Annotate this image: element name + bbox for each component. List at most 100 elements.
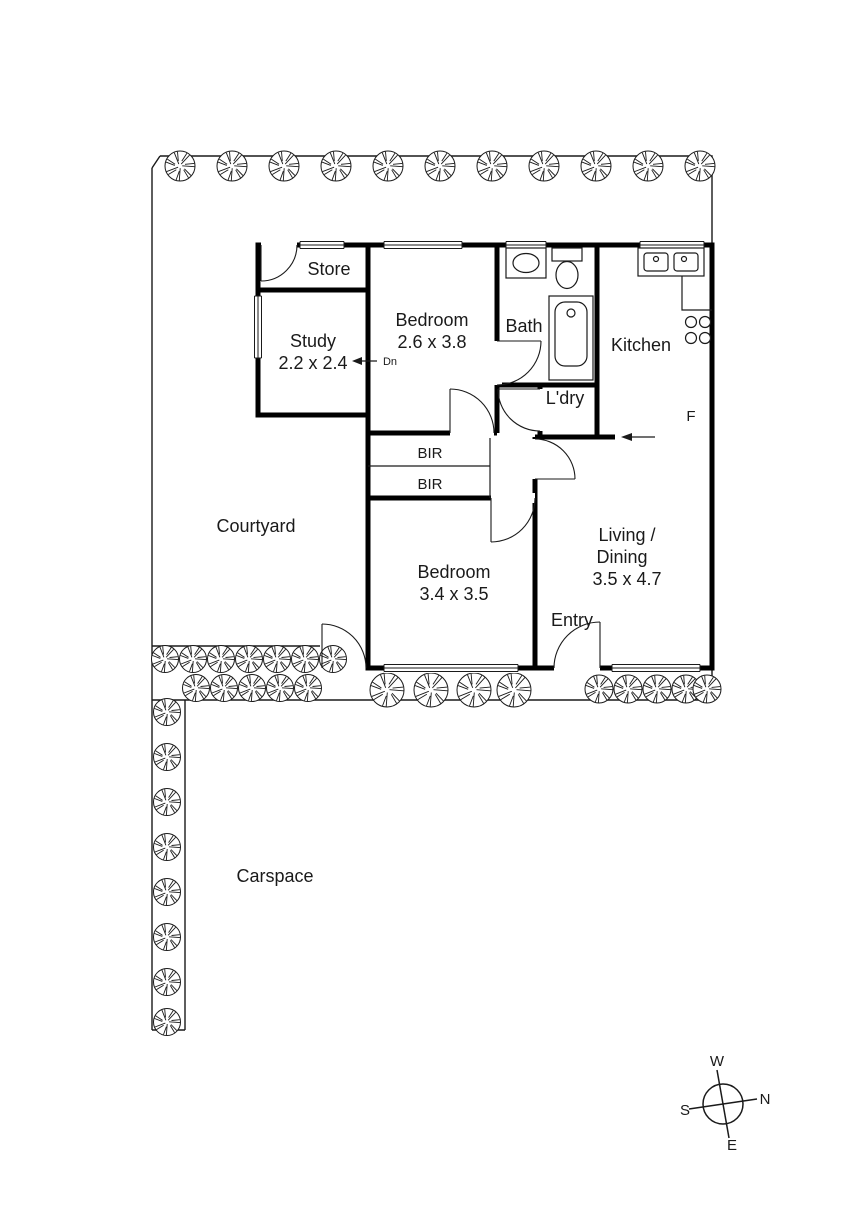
- label-laundry: L'dry: [546, 388, 584, 408]
- toilet-cistern-icon: [551, 247, 583, 262]
- label-fridge: F: [686, 408, 695, 425]
- bathroom-fixtures: [505, 247, 594, 381]
- label-courtyard: Courtyard: [216, 516, 295, 536]
- tree-icon: [153, 833, 181, 861]
- tree-icon: [613, 674, 643, 704]
- tree-icon: [268, 150, 300, 182]
- tree-icon: [153, 788, 181, 816]
- label-study-dims: 2.2 x 2.4: [278, 353, 347, 373]
- tree-icon: [207, 645, 235, 673]
- trees-and-shrubs: [151, 150, 722, 1036]
- tree-icon: [291, 645, 319, 673]
- tree-icon: [266, 674, 294, 702]
- tree-icon: [153, 698, 181, 726]
- bathtub-drain-icon: [566, 308, 576, 318]
- compass-we-line: [716, 1069, 730, 1139]
- kitchen-fixtures: [637, 247, 712, 345]
- tree-icon: [151, 645, 179, 673]
- tree-icon: [476, 150, 508, 182]
- bath-door-arc: [496, 340, 542, 386]
- hall-door-arc: [534, 438, 576, 480]
- cooktop-burner-icon: [684, 315, 698, 329]
- tree-icon: [580, 150, 612, 182]
- tree-icon: [153, 968, 181, 996]
- sink-basin-right: [673, 252, 699, 272]
- label-kitchen: Kitchen: [611, 335, 671, 355]
- tree-icon: [671, 674, 701, 704]
- laundry-door-arc: [497, 388, 541, 432]
- label-carspace: Carspace: [236, 866, 313, 886]
- compass-north: N: [760, 1091, 771, 1108]
- labels: Store Study 2.2 x 2.4 Dn Bedroom 2.6 x 3…: [216, 259, 695, 886]
- exterior-walls: [255, 242, 715, 671]
- tree-icon: [684, 150, 716, 182]
- tree-icon: [235, 645, 263, 673]
- courtyard-gate-arc: [321, 623, 367, 669]
- label-living-line1: Living /: [598, 525, 655, 545]
- walls: [255, 242, 715, 671]
- tree-icon: [153, 878, 181, 906]
- compass: W N S E: [680, 1053, 770, 1154]
- cooktop-burner-icon: [698, 315, 712, 329]
- tree-icon: [413, 672, 449, 708]
- bedroom1-door-arc: [449, 388, 495, 434]
- label-entry: Entry: [551, 610, 593, 630]
- label-bedroom1: Bedroom: [395, 310, 468, 330]
- label-bedroom2-dims: 3.4 x 3.5: [419, 584, 488, 604]
- tree-icon: [642, 674, 672, 704]
- tree-icon: [528, 150, 560, 182]
- tree-icon: [153, 1008, 181, 1036]
- bedroom2-window: [383, 664, 519, 672]
- tree-icon: [632, 150, 664, 182]
- sink-drain-right: [680, 255, 688, 263]
- tree-icon: [238, 674, 266, 702]
- label-store: Store: [307, 259, 350, 279]
- bedroom1-window: [383, 241, 463, 249]
- boundary-corner-chamfer: [151, 155, 161, 169]
- store-door-arc: [260, 244, 298, 282]
- label-living-dims: 3.5 x 4.7: [592, 569, 661, 589]
- cooktop-burner-icon: [698, 331, 712, 345]
- label-study: Study: [290, 331, 336, 351]
- study-window: [254, 295, 262, 359]
- tree-icon: [319, 645, 347, 673]
- label-down: Dn: [383, 356, 397, 368]
- label-living-line2: Dining: [596, 547, 647, 567]
- tree-icon: [372, 150, 404, 182]
- tree-icon: [210, 674, 238, 702]
- kitchen-entry-arrow-head: [621, 433, 632, 441]
- compass-east: E: [727, 1137, 737, 1154]
- tree-icon: [584, 674, 614, 704]
- store-window: [299, 241, 345, 249]
- doors: [260, 244, 601, 669]
- label-bedroom1-dims: 2.6 x 3.8: [397, 332, 466, 352]
- label-bir-top: BIR: [417, 445, 442, 462]
- tree-icon: [263, 645, 291, 673]
- tree-icon: [456, 672, 492, 708]
- label-bath: Bath: [505, 316, 542, 336]
- label-bedroom2: Bedroom: [417, 562, 490, 582]
- tree-icon: [153, 743, 181, 771]
- basin-icon: [512, 252, 540, 274]
- sink-drain-left: [652, 255, 660, 263]
- annotation-arrows: [352, 357, 655, 441]
- compass-circle: [702, 1083, 744, 1125]
- tree-icon: [496, 672, 532, 708]
- tree-icon: [424, 150, 456, 182]
- tree-icon: [179, 645, 207, 673]
- label-bir-bottom: BIR: [417, 476, 442, 493]
- toilet-bowl-icon: [555, 260, 579, 290]
- down-arrow-head: [352, 357, 362, 365]
- tree-icon: [692, 674, 722, 704]
- tree-icon: [153, 923, 181, 951]
- entry-door-arc: [553, 621, 601, 669]
- tree-icon: [164, 150, 196, 182]
- tree-icon: [320, 150, 352, 182]
- windows: [253, 240, 705, 673]
- door-openings: [261, 240, 600, 673]
- tree-icon: [369, 672, 405, 708]
- bathtub-inner: [554, 301, 588, 367]
- compass-west: W: [710, 1053, 725, 1070]
